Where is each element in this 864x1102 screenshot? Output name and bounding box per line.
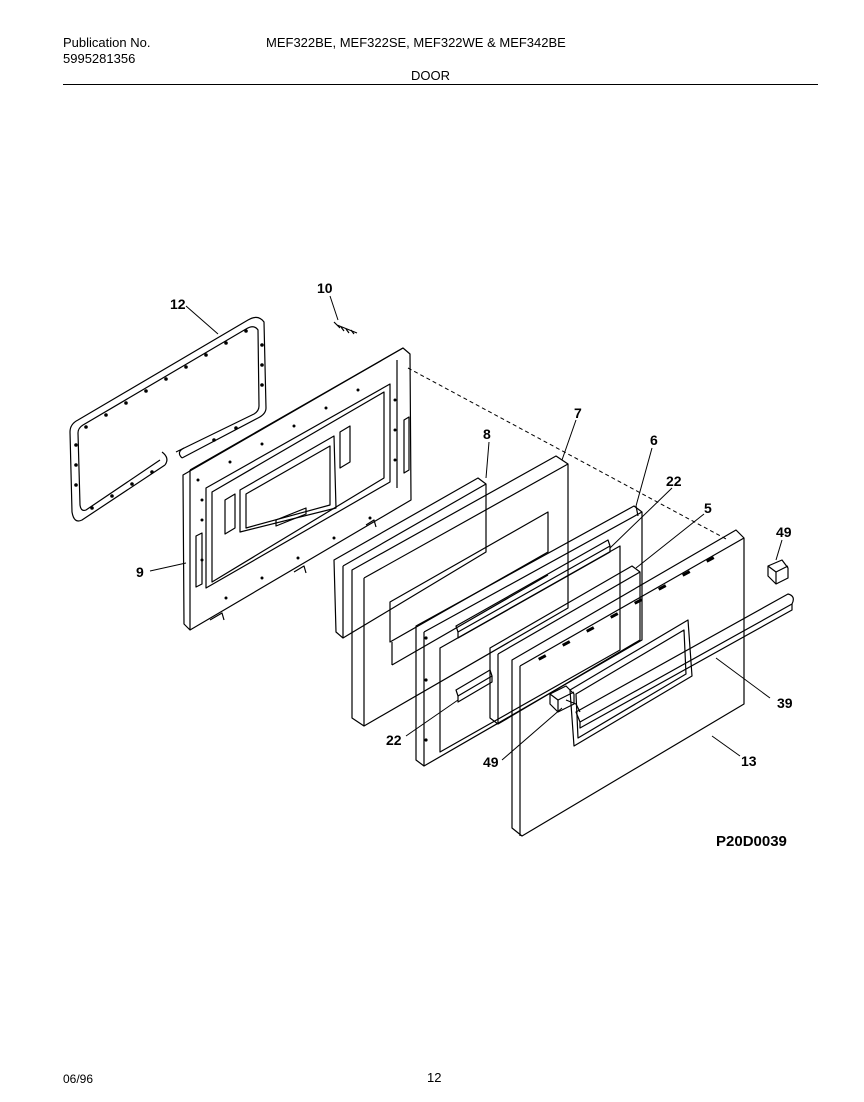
part-39-handle [575,593,794,729]
part-49-end-cap-left [549,685,581,713]
callout-8: 8 [483,426,491,442]
door-vent-slots [537,556,715,661]
callout-9: 9 [136,564,144,580]
part-13-outer-door-panel [511,529,745,837]
callout-22-top: 22 [666,473,682,489]
part-22-retainer-top [455,539,611,639]
header-rule [63,84,818,85]
glass-fasteners [424,636,428,742]
part-12-door-gasket [69,316,267,522]
part-8-insulation [333,477,487,639]
callout-22-bottom: 22 [386,732,402,748]
part-10-screw [333,321,358,335]
callout-10: 10 [317,280,333,296]
section-title: DOOR [411,68,450,83]
callout-12: 12 [170,296,186,312]
leader-lines [149,295,783,761]
callout-7: 7 [574,405,582,421]
gasket-clips [74,329,264,510]
callout-39: 39 [777,695,793,711]
part-5-outer-glass [489,565,641,725]
footer-date: 06/96 [63,1072,94,1086]
part-7-window-frame [351,455,569,727]
footer-page-number: 12 [427,1070,442,1085]
callout-6: 6 [650,432,658,448]
alignment-line [407,367,729,541]
part-49-end-cap-right [767,559,789,585]
diagram-code: P20D0039 [716,833,787,850]
callout-13: 13 [741,753,757,769]
publication-number: 5995281356 [63,51,136,66]
callout-49-left: 49 [483,754,499,770]
publication-label: Publication No. [63,35,151,50]
part-22-retainer-bottom [455,669,493,703]
callout-5: 5 [704,500,712,516]
model-numbers: MEF322BE, MEF322SE, MEF322WE & MEF342BE [266,35,566,50]
callout-49-right: 49 [776,524,792,540]
part-9-inner-door-liner [182,347,412,631]
liner-rivets [196,388,397,600]
